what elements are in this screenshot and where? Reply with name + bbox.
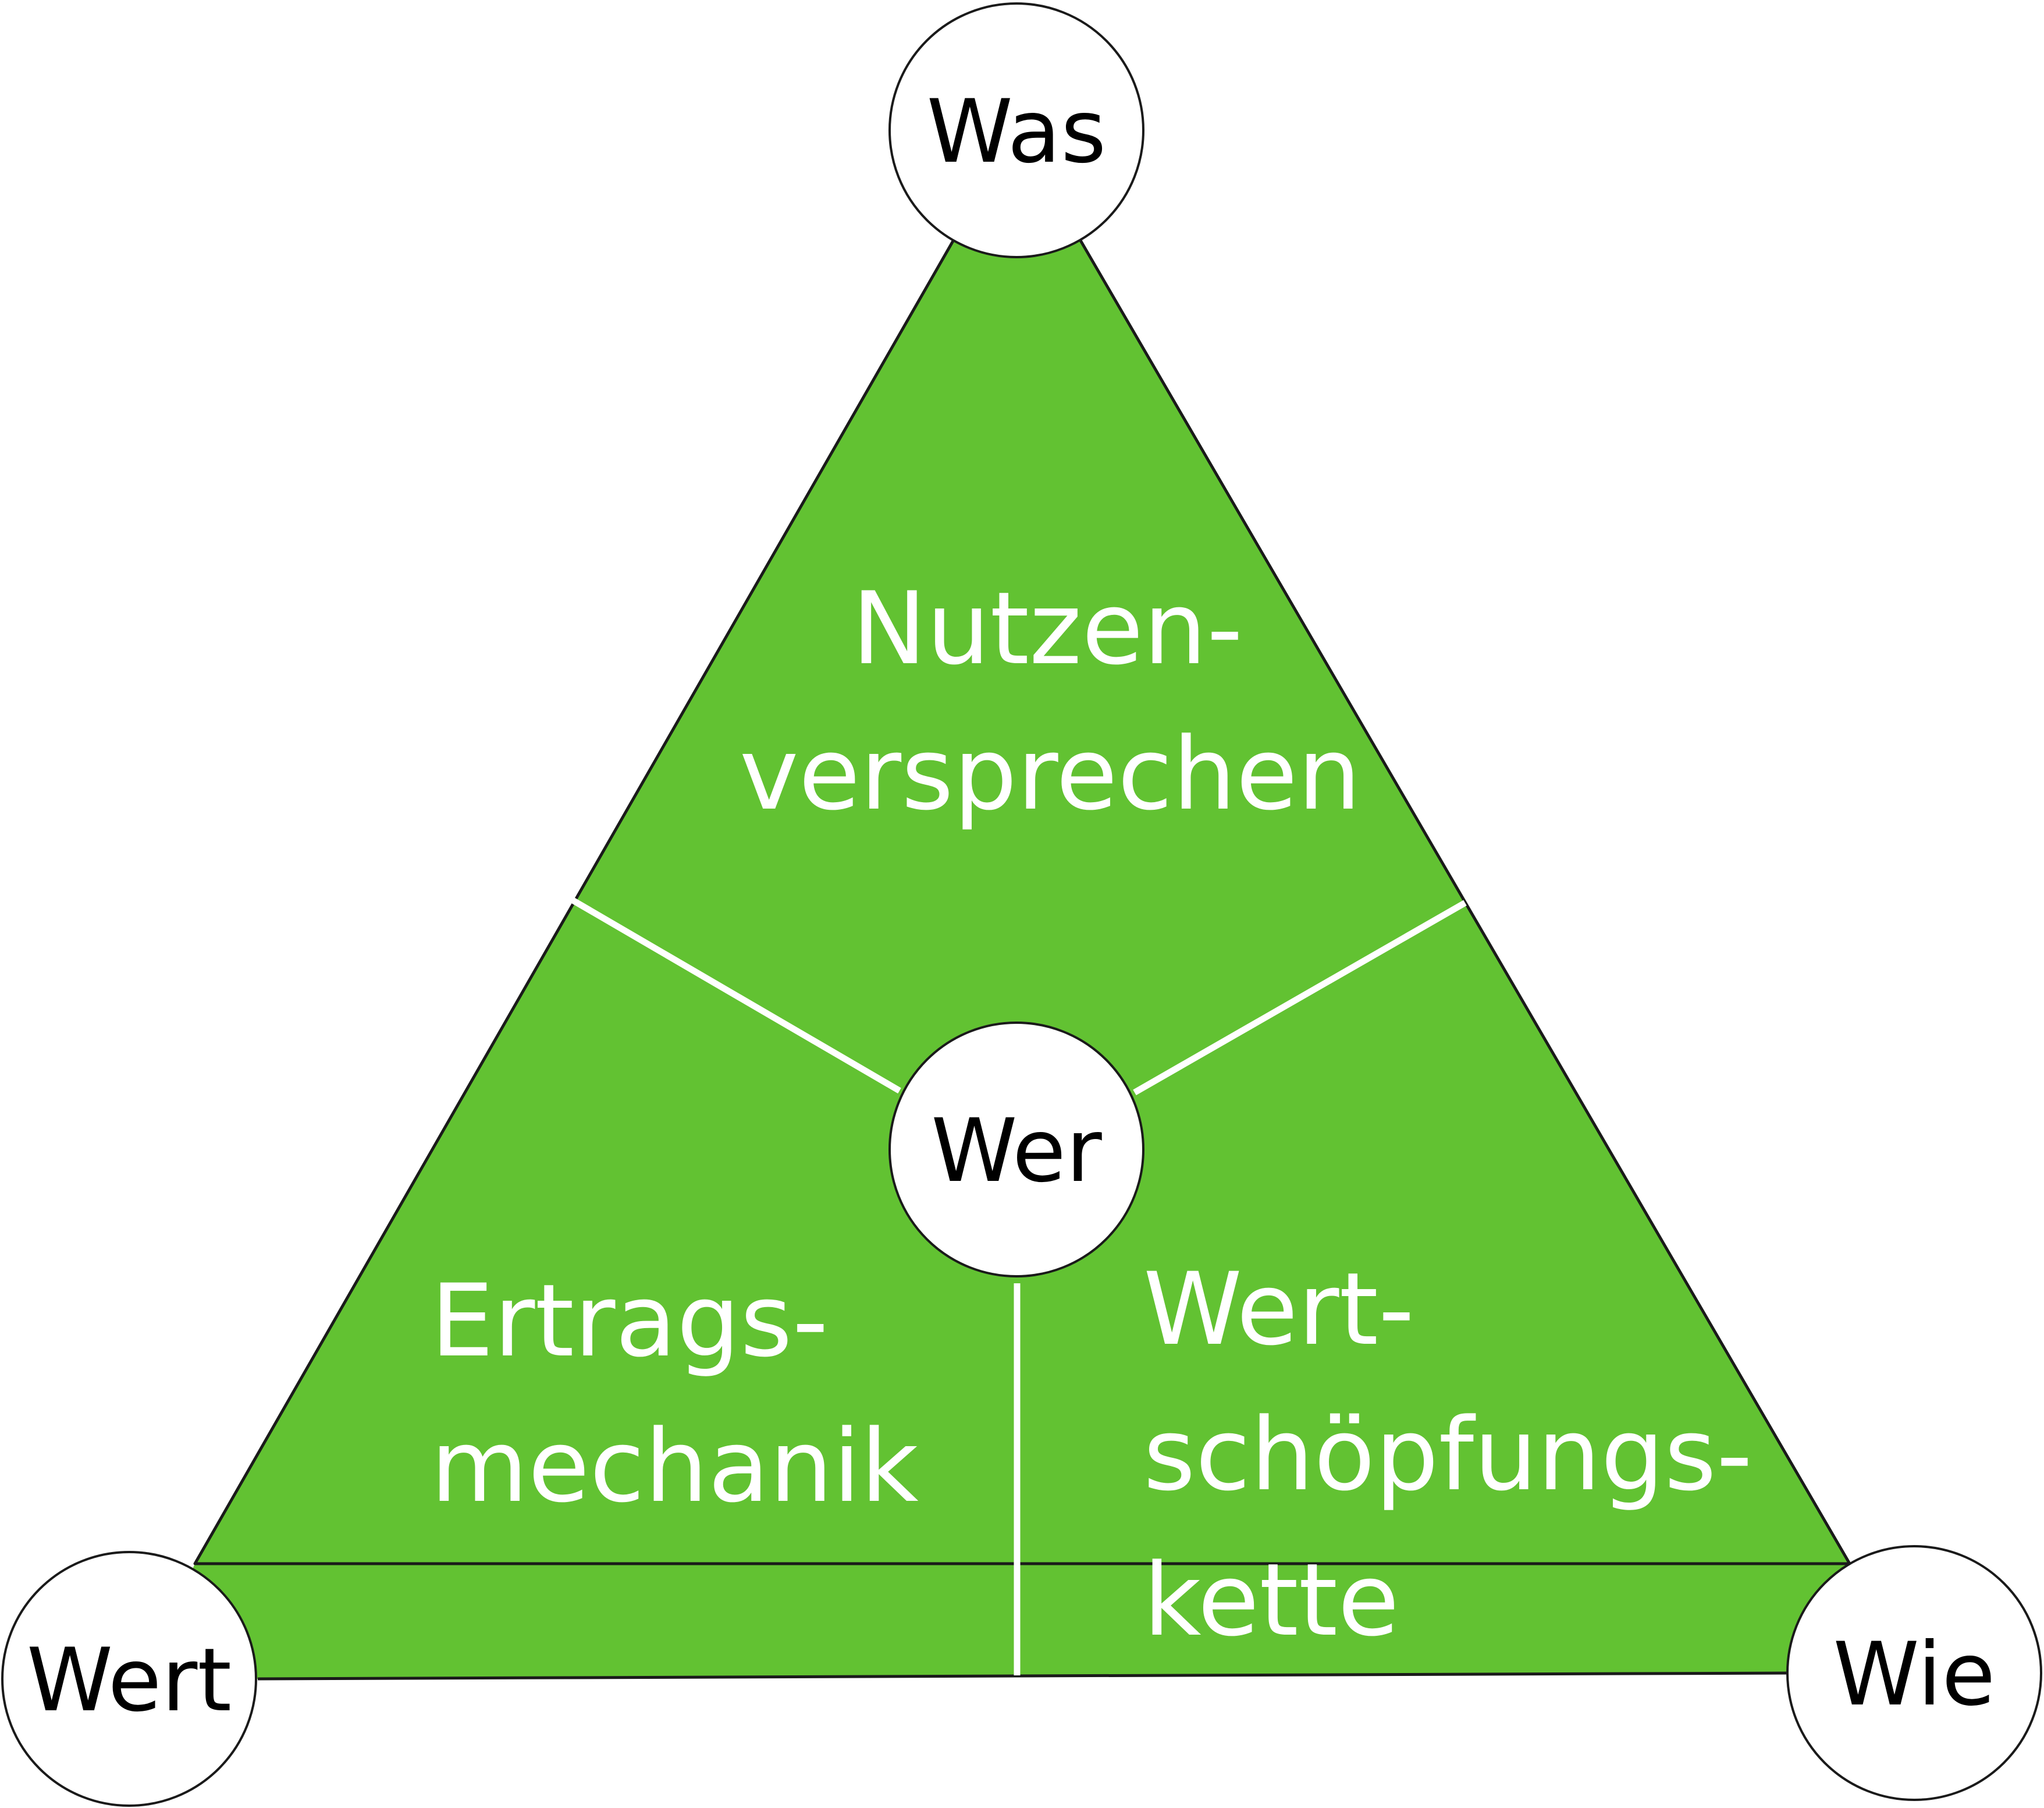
segment-value-proposition-line-1: Nutzen-: [852, 570, 1243, 687]
divider-line-right: [1133, 900, 1467, 1095]
segment-revenue-mechanics-line-1: Ertrags-: [431, 1262, 829, 1379]
segment-value-proposition: Nutzen- versprechen: [740, 570, 1361, 832]
segment-value-chain: Wert- schöpfungs- kette: [1143, 1251, 1752, 1658]
node-wie-label: Wie: [1833, 1624, 1996, 1725]
triangle-baseline: [257, 1671, 1788, 1681]
node-wert-label: Wert: [27, 1630, 232, 1731]
divider-line-left: [571, 898, 901, 1094]
segment-revenue-mechanics: Ertrags- mechanik: [431, 1262, 919, 1525]
segment-value-chain-line-1: Wert-: [1143, 1251, 1414, 1368]
segment-value-chain-line-3: kette: [1143, 1542, 1399, 1658]
node-was-label: Was: [927, 81, 1107, 183]
node-was: Was: [888, 2, 1144, 258]
node-wert: Wert: [1, 1551, 257, 1807]
node-wer-circle: [888, 1022, 1144, 1277]
node-wie: Wie: [1786, 1545, 2042, 1801]
business-model-triangle: [193, 129, 1851, 1565]
node-was-circle: [888, 2, 1144, 258]
segment-revenue-mechanics-line-2: mechanik: [431, 1408, 919, 1525]
node-wert-circle: [1, 1551, 257, 1807]
segment-value-chain-line-2: schöpfungs-: [1143, 1396, 1752, 1513]
node-wer: Wer: [888, 1022, 1144, 1277]
triangle-base-fill: [145, 1564, 1908, 1679]
node-wer-label: Wer: [931, 1101, 1102, 1202]
node-wie-circle: [1786, 1545, 2042, 1801]
segment-value-proposition-line-2: versprechen: [740, 716, 1361, 832]
